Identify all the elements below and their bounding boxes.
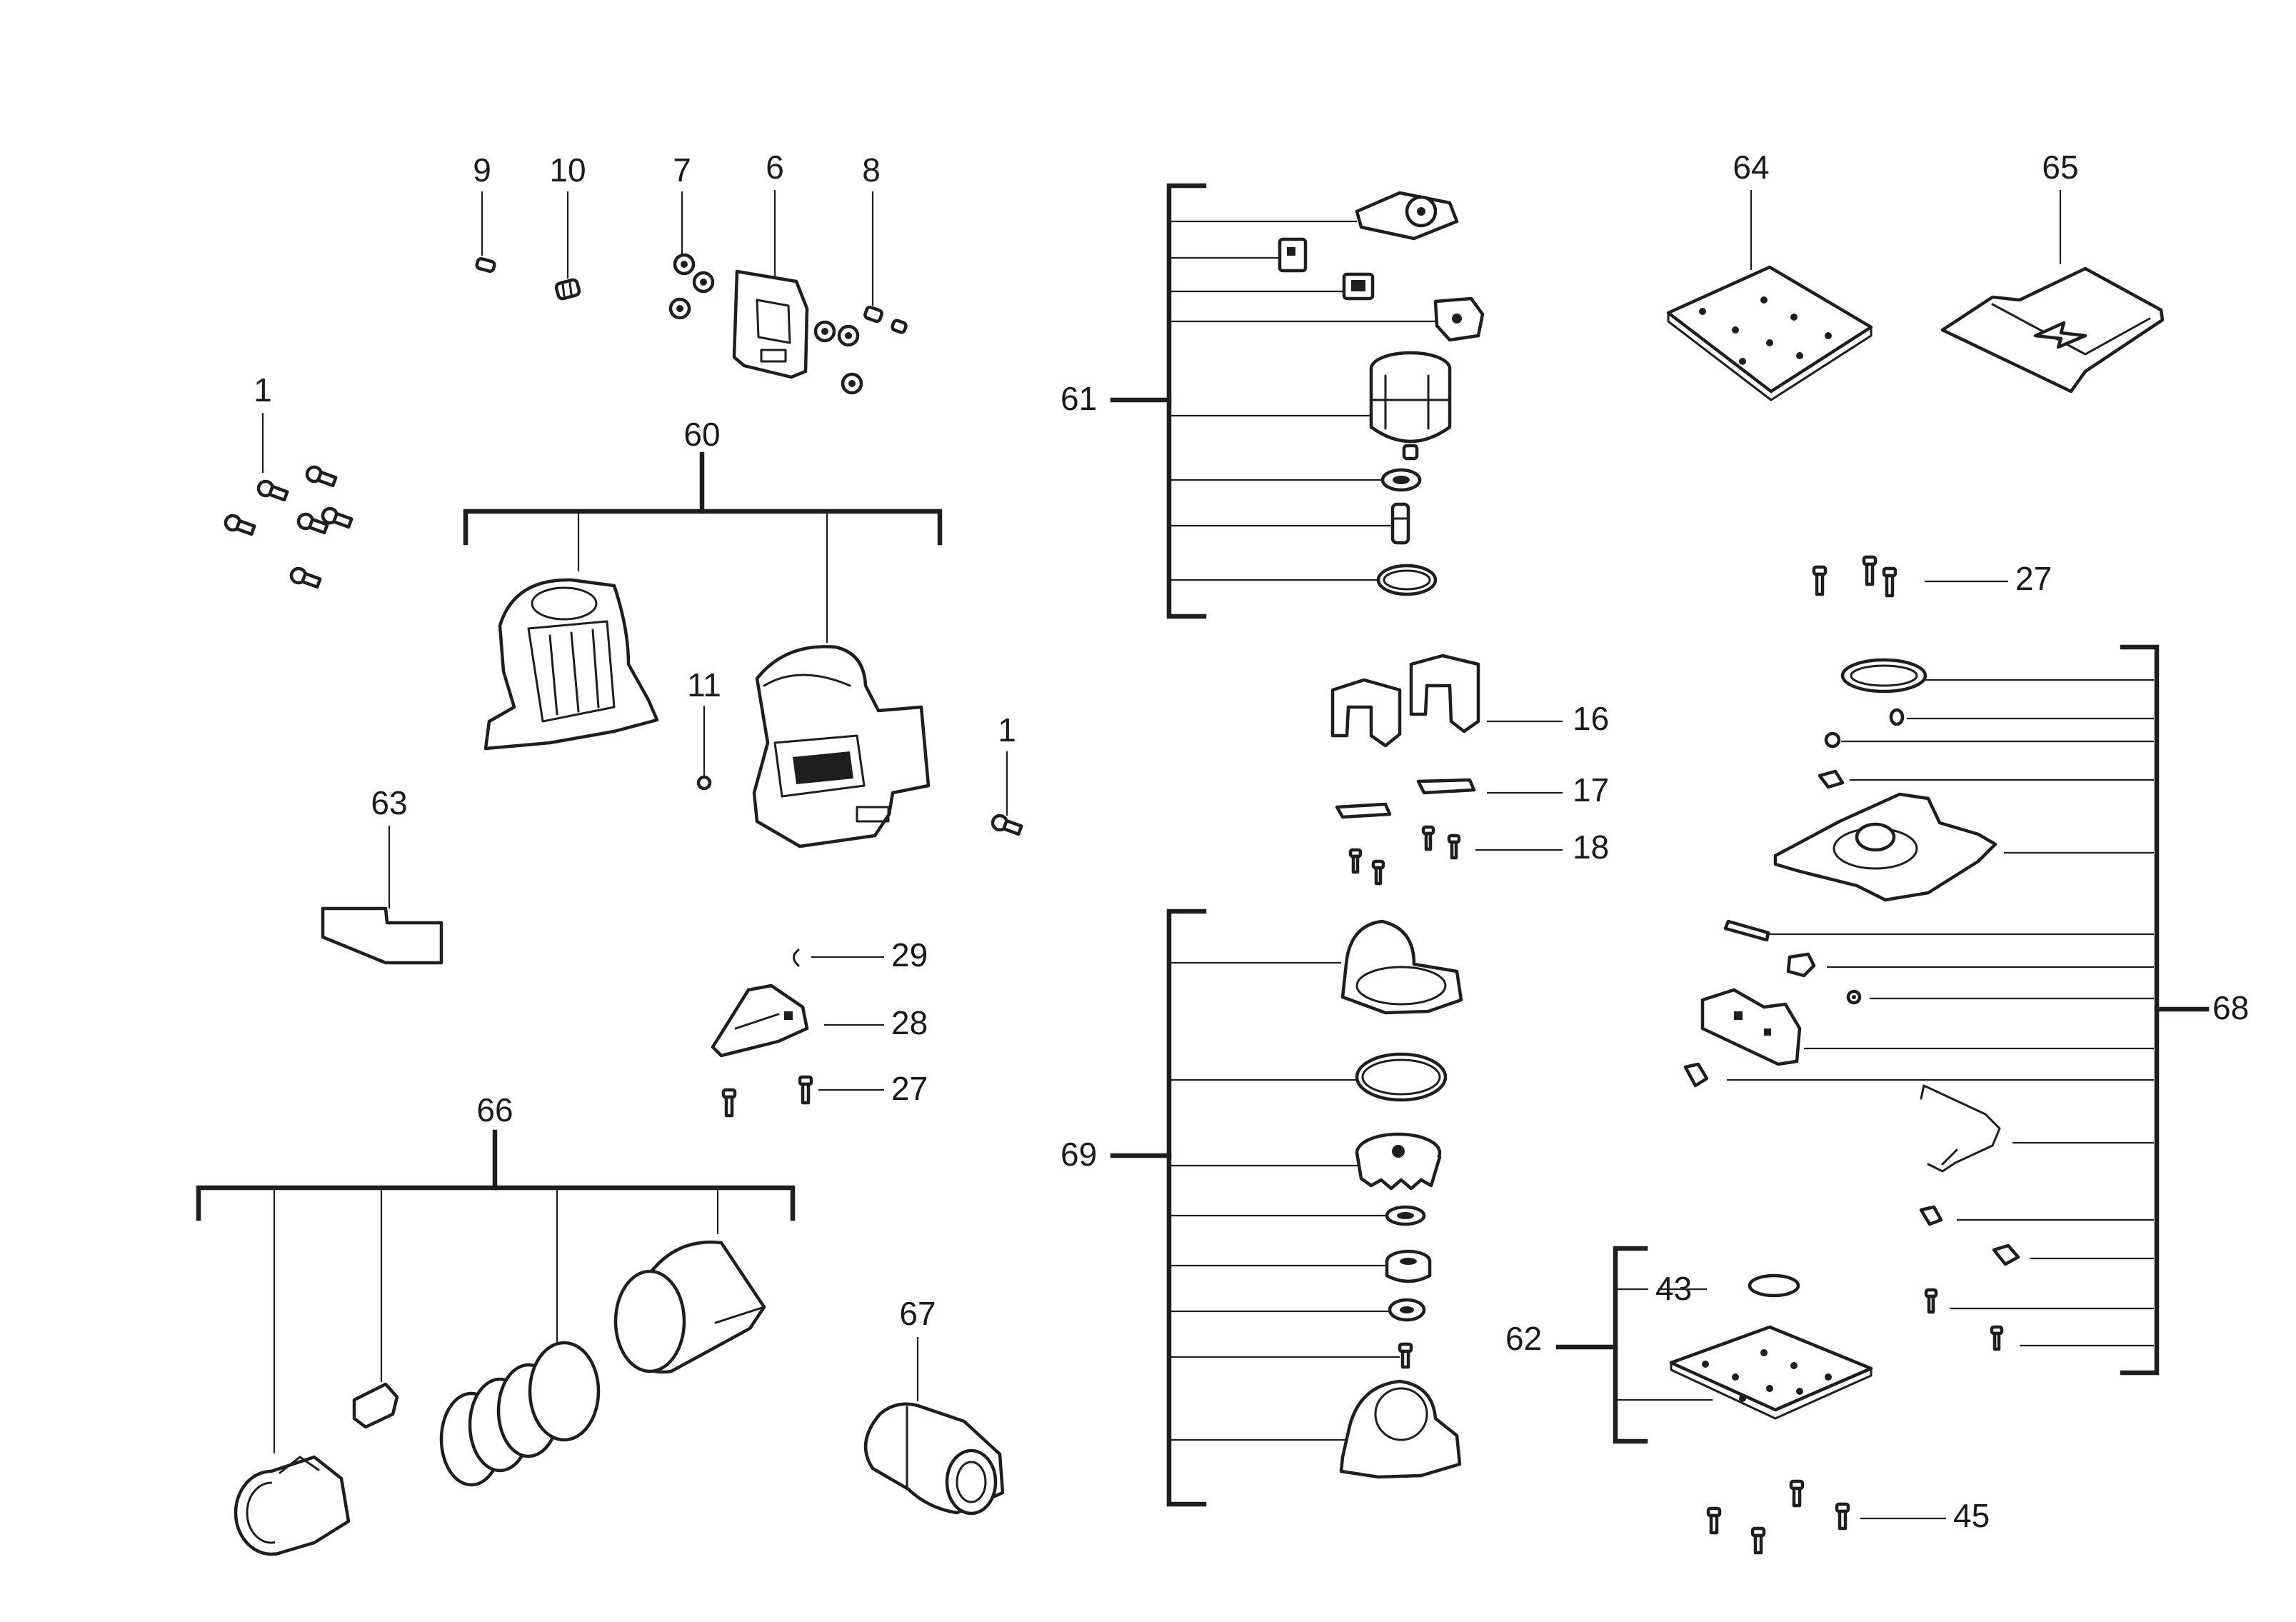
callout-69: 69 [1061,1136,1097,1173]
part-11-ball [696,775,712,791]
callout-18: 18 [1573,828,1609,866]
part-61-bearing [1380,468,1422,492]
part-66-dust-adapter [234,1455,351,1556]
callout-9: 9 [473,151,491,189]
part-68-clip-c [1992,1243,2020,1266]
part-18-screws [1348,825,1461,886]
part-61-switch-board [1355,191,1459,241]
part-7-nuts [668,253,863,395]
part-17-springs [1335,778,1476,819]
part-63-nameplate [321,906,443,965]
part-68-washer [1846,989,1862,1005]
callout-45: 45 [1953,1497,1990,1534]
part-68-seal-ring [1840,658,1927,694]
bracket-69 [1110,908,1400,1507]
callout-67: 67 [899,1295,936,1332]
part-68-small-screw [1824,731,1841,749]
part-68-small-latch [1683,1062,1709,1088]
part-69-fan [1355,1132,1442,1191]
part-68-knob [1786,952,1816,978]
callout-1-right: 1 [998,711,1016,749]
part-68-clip [1818,769,1845,789]
part-69-band [1355,1052,1448,1102]
bracket-66 [196,1129,796,1453]
callout-29: 29 [891,936,928,973]
part-69-screw [1398,1342,1413,1369]
callout-16: 16 [1573,700,1609,737]
callout-1-left: 1 [254,371,272,409]
part-69-fan-housing-top [1340,919,1463,1015]
part-60-housing-left-half [483,578,659,751]
part-64-pad-plate [1666,265,1873,401]
bracket-68 [1727,644,2210,1376]
callout-62: 62 [1505,1320,1542,1357]
part-68-clip-b [1919,1205,1943,1226]
part-68-base-plate [1773,792,1997,902]
part-68-screw-a [1924,1288,1938,1314]
callout-66: 66 [476,1091,513,1128]
part-68-pin [1723,919,1770,942]
part-10-threaded-insert [554,278,581,301]
part-68-clamp-plate [1700,988,1802,1066]
callout-11: 11 [687,666,721,704]
part-69-bearing [1385,1249,1432,1283]
part-61-switch-b [1342,272,1375,301]
callout-28: 28 [891,1004,928,1041]
callout-68: 68 [2212,989,2249,1026]
callout-27-right: 27 [2015,560,2052,597]
part-62-disc [1748,1273,1800,1298]
part-6-terminal-bracket [732,269,809,379]
part-62-sanding-pad [1669,1325,1873,1420]
part-28-bracket [711,983,809,1058]
part-29-clip [793,948,800,967]
part-66-bellows [439,1341,601,1487]
bracket-62 [1555,1246,1713,1444]
callout-7: 7 [673,151,691,189]
part-68-wire-clamp [1920,1084,2001,1173]
bracket-61 [1110,183,1435,619]
callout-17: 17 [1573,771,1609,809]
part-27-screws-right [1812,555,1898,598]
callout-64: 64 [1733,149,1769,186]
callout-65: 65 [2042,149,2078,186]
part-61-terminal-block [1433,296,1485,342]
part-61-shaft [1390,502,1410,545]
part-69-washer [1385,1205,1426,1226]
callout-8: 8 [862,151,881,189]
part-1-screws-cluster [224,465,354,589]
part-9-set-screw [475,257,496,273]
part-69-nut [1388,1298,1426,1322]
callout-60: 60 [683,416,720,453]
callout-6: 6 [766,149,784,186]
part-69-fan-housing-bottom [1339,1379,1462,1479]
leader-lines [261,190,2062,1520]
callout-27-left: 27 [891,1070,928,1107]
callout-10: 10 [549,151,586,189]
part-45-screws [1706,1479,1850,1555]
callout-63: 63 [371,784,407,821]
part-61-ring [1376,564,1438,596]
callout-61: 61 [1061,380,1097,417]
part-66-bag-tube [613,1240,766,1374]
part-68-screw-b [1990,1325,2004,1351]
part-66-latch [352,1382,399,1429]
part-61-switch-a [1278,237,1308,273]
part-68-o-ring [1889,708,1905,726]
part-65-pad-frame [1940,266,2165,394]
part-8-inserts [863,305,908,334]
part-1-screw-single [991,813,1023,836]
part-27-screws-left [721,1075,813,1118]
part-61-motor [1369,351,1452,461]
part-60-housing-assembled [752,645,931,848]
bracket-60 [463,451,943,643]
part-67-vacuum-adapter [863,1402,1005,1516]
part-16-brush-holders [1330,654,1480,748]
